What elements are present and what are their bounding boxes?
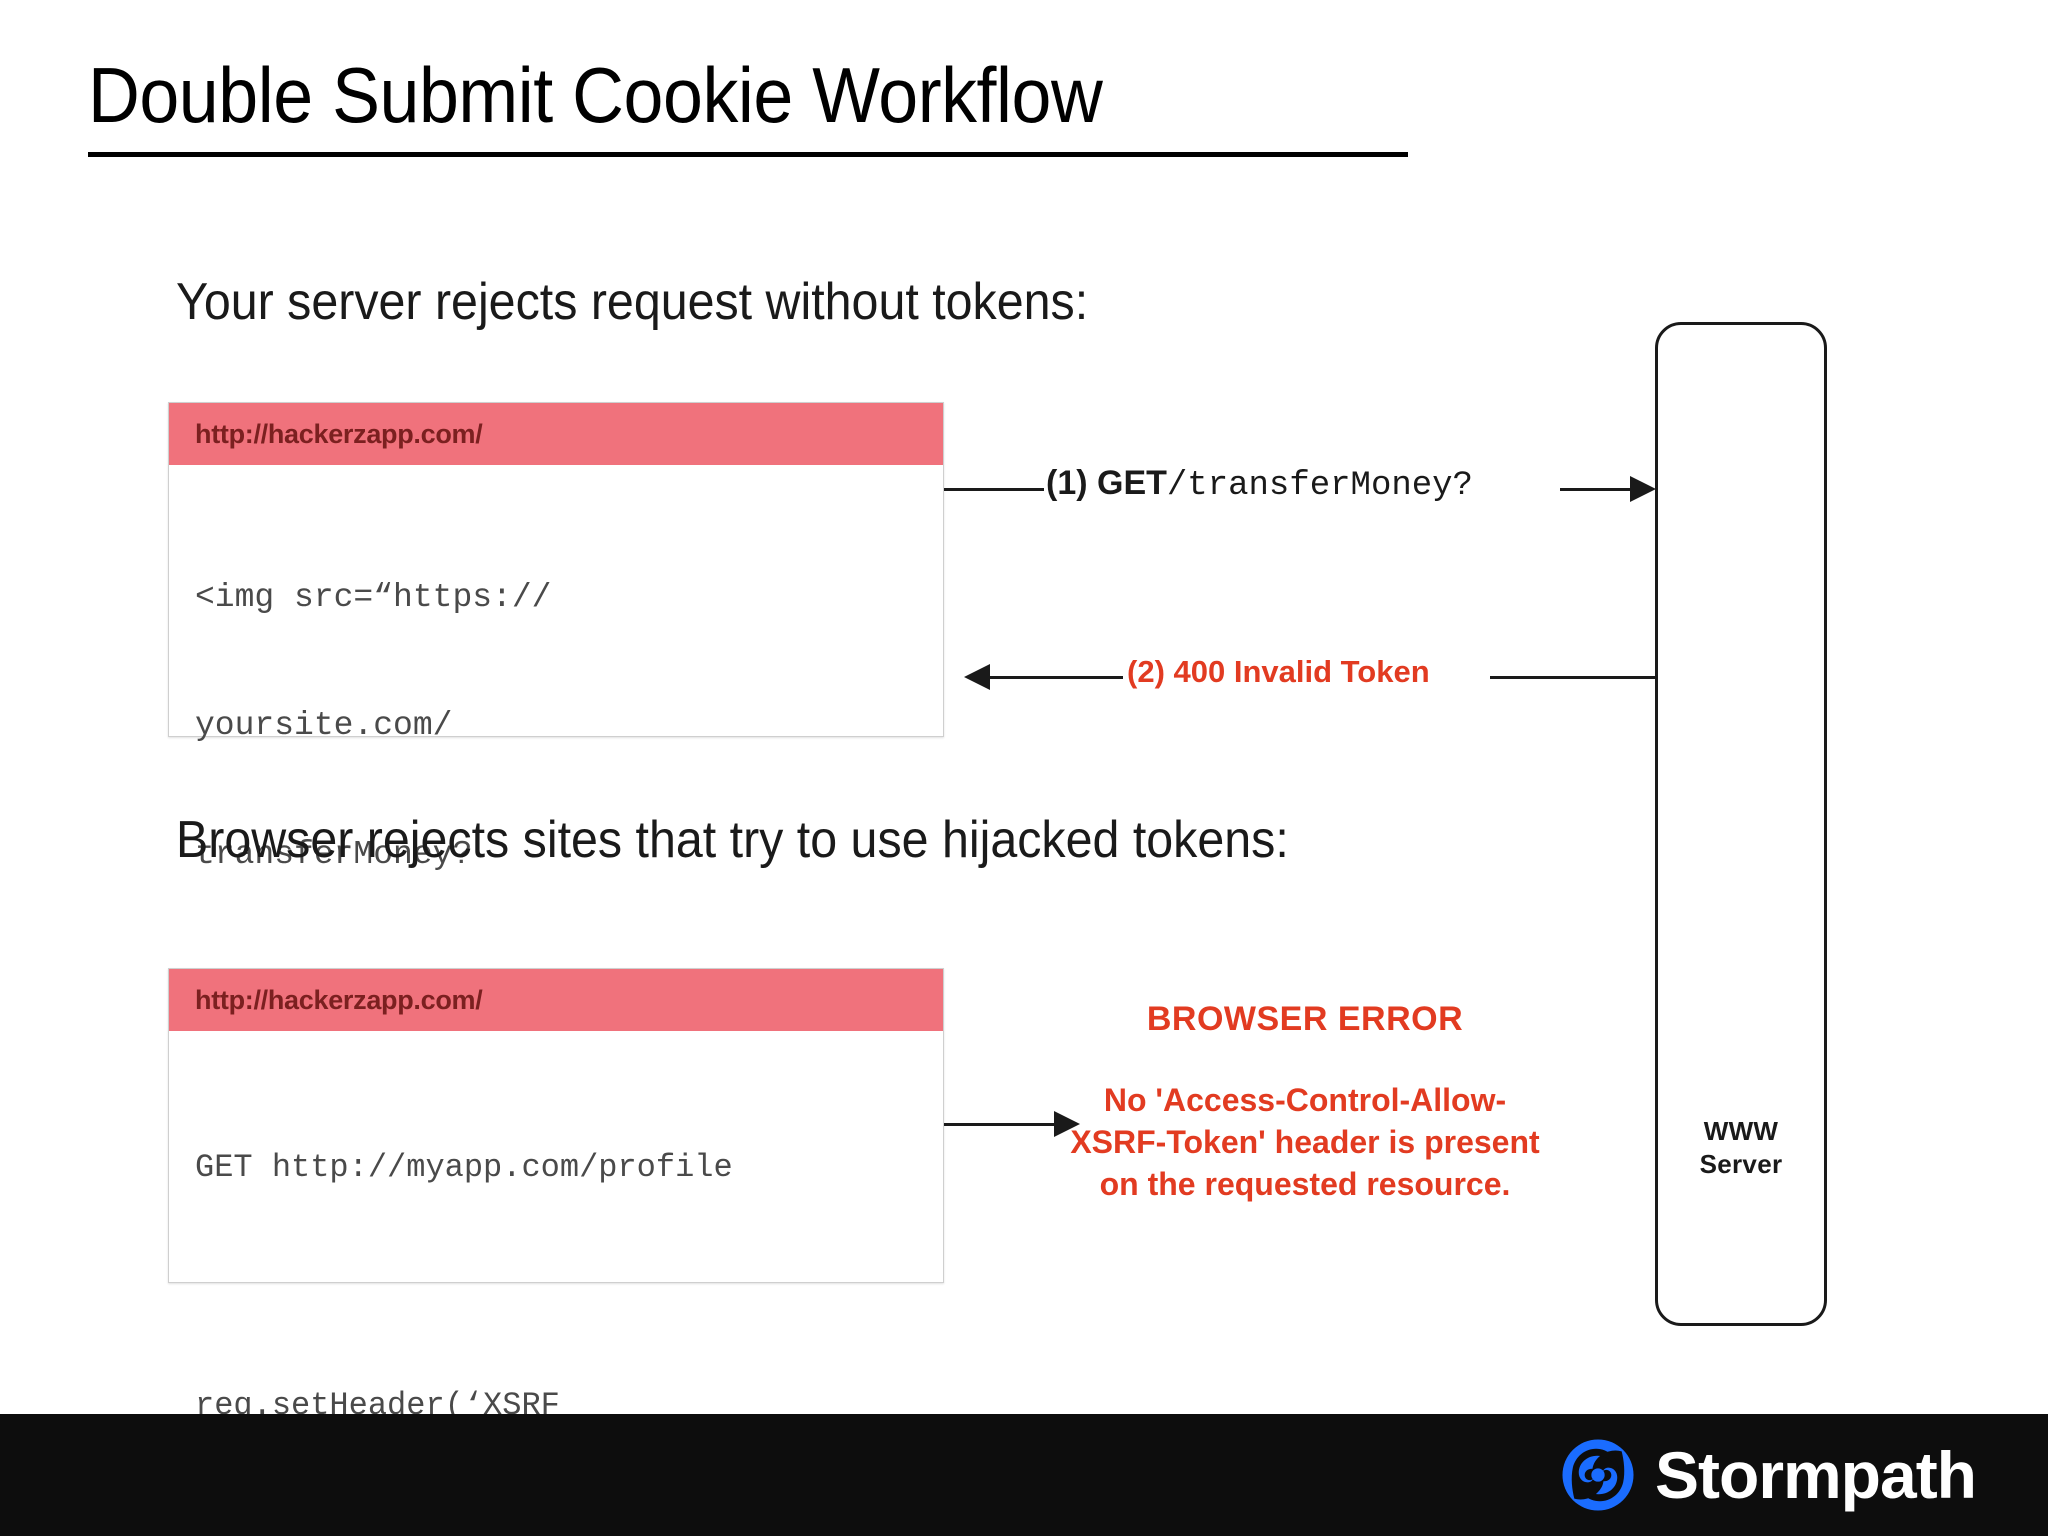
server-label-line2: Server	[1699, 1149, 1783, 1180]
flow-line-invalid-right	[1490, 676, 1658, 679]
flow-step-number: (1) GET	[1046, 464, 1167, 502]
url-bar: http://hackerzapp.com/	[169, 403, 943, 465]
flow-line-get-right	[1560, 488, 1630, 491]
code-line: <img src=“https://	[195, 578, 552, 616]
browser-error-title: BROWSER ERROR	[1146, 1000, 1464, 1038]
page-title: Double Submit Cookie Workflow	[88, 51, 1103, 139]
arrow-right-icon	[1630, 476, 1656, 502]
flow-path: /transferMoney?	[1166, 467, 1473, 505]
section-heading-server-rejects: Your server rejects request without toke…	[176, 273, 1089, 331]
server-label-line1: WWW	[1703, 1116, 1779, 1146]
code-spacer	[195, 1274, 919, 1300]
browser-window-attack-img: http://hackerzapp.com/ <img src=“https:/…	[168, 402, 944, 1002]
brand-name: Stormpath	[1655, 1438, 1977, 1512]
arrow-right-icon	[1054, 1111, 1080, 1137]
code-line: transferMoney?	[195, 836, 473, 874]
flow-line-invalid-left	[990, 676, 1123, 679]
url-text: http://hackerzapp.com/	[195, 418, 483, 449]
footer-bar: Stormpath	[0, 1414, 2048, 1536]
url-bar: http://hackerzapp.com/	[169, 969, 943, 1031]
flow-label-invalid-token: (2) 400 Invalid Token	[1127, 654, 1430, 689]
browser-error-message: No 'Access-Control-Allow-XSRF-Token' hea…	[1070, 1082, 1540, 1203]
browser-window-stolen-token: http://hackerzapp.com/ GET http://myapp.…	[168, 968, 944, 1536]
flow-label-get: (1) GET/transferMoney?	[1046, 466, 1473, 503]
url-text: http://hackerzapp.com/	[195, 984, 483, 1015]
www-server-box: WWW Server	[1655, 322, 1827, 1326]
title-underline	[88, 152, 1408, 157]
server-label: WWW Server	[1658, 1115, 1824, 1182]
browser-error-block: BROWSER ERROR No 'Access-Control-Allow-X…	[1070, 1000, 1540, 1206]
stormpath-logo-icon	[1562, 1439, 1634, 1511]
code-line: GET http://myapp.com/profile	[195, 1149, 733, 1187]
code-line: yoursite.com/	[195, 707, 453, 745]
arrow-left-icon	[964, 664, 990, 690]
brand-lockup: Stormpath	[1561, 1438, 1977, 1512]
section-heading-browser-rejects: Browser rejects sites that try to use hi…	[176, 811, 1289, 869]
flow-line-browser-error	[944, 1123, 1054, 1126]
flow-line-get-left	[944, 488, 1044, 491]
